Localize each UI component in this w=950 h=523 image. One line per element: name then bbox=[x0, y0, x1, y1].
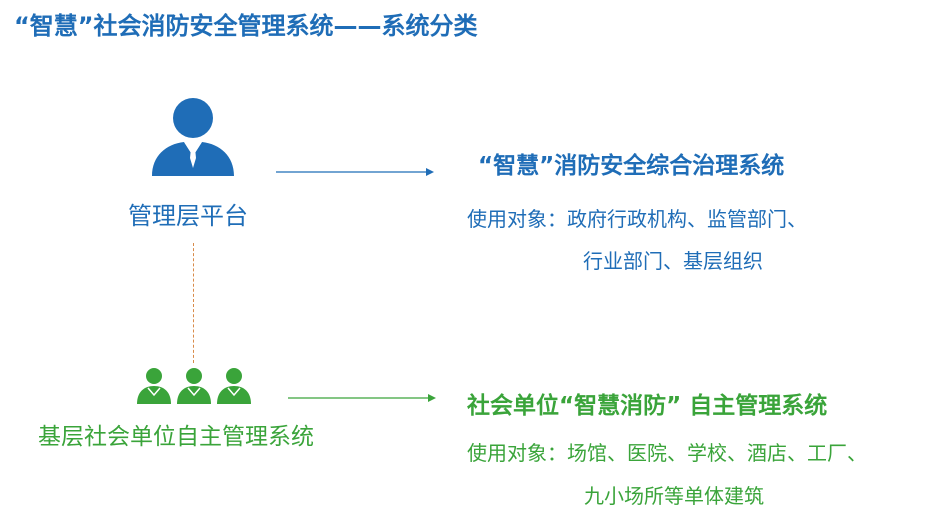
arrow-right-top bbox=[276, 168, 434, 176]
bottom-system-users-line1: 使用对象：场馆、医院、学校、酒店、工厂、 bbox=[467, 441, 867, 465]
top-system-users-line1: 使用对象：政府行政机构、监管部门、 bbox=[467, 207, 807, 231]
people-group-icon bbox=[137, 368, 251, 404]
top-system-title: “智慧”消防安全综合治理系统 bbox=[478, 153, 785, 179]
bottom-system-title: 社会单位“智慧消防” 自主管理系统 bbox=[467, 393, 828, 419]
manager-platform-label: 管理层平台 bbox=[128, 202, 248, 230]
arrow-right-bottom bbox=[288, 394, 436, 402]
bottom-system-users-line2: 九小场所等单体建筑 bbox=[584, 484, 764, 508]
top-system-users-line2: 行业部门、基层组织 bbox=[583, 249, 763, 273]
dashed-connector bbox=[193, 243, 194, 363]
manager-person-icon bbox=[152, 98, 234, 176]
grassroots-label: 基层社会单位自主管理系统 bbox=[38, 424, 314, 450]
page-title: “智慧”社会消防安全管理系统——系统分类 bbox=[14, 12, 478, 40]
